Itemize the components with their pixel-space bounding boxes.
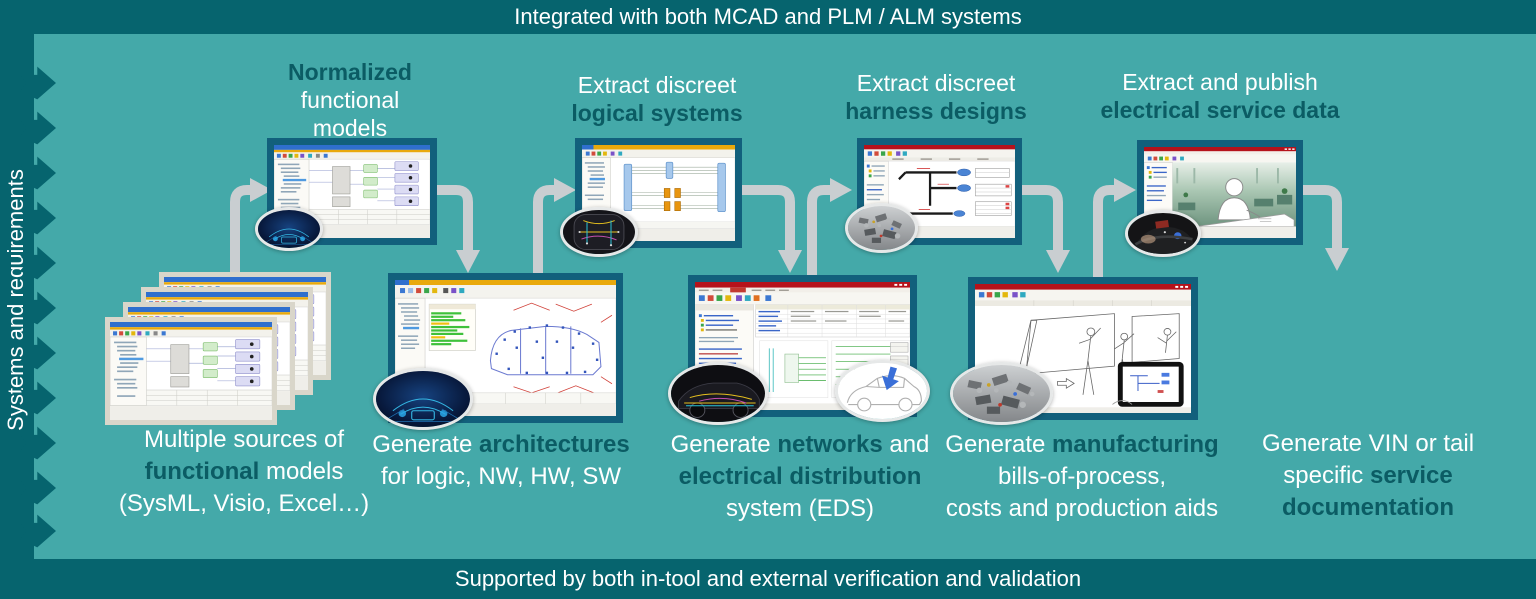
connector-arrow (742, 185, 802, 273)
screenshot-harness-designs (857, 138, 1022, 245)
connector-arrow (437, 185, 480, 273)
connector-arrow (1303, 185, 1349, 271)
connector-pile-image (950, 362, 1053, 425)
label-generate-manufacturing: Generate manufacturing bills-of-process,… (945, 431, 1219, 522)
label-generate-networks: Generate networks and electrical distrib… (670, 431, 930, 522)
harness-car-top-image (560, 207, 638, 257)
source-window (105, 317, 277, 425)
label-normalized-models: Normalized functional models (288, 59, 412, 141)
hologram-car-image (373, 368, 473, 430)
label-logical-systems: Extract discreet logical systems (571, 72, 743, 126)
screenshot-service-data (1137, 140, 1303, 245)
bottom-banner-text: Supported by both in-tool and external v… (454, 566, 1082, 591)
hologram-car-image (255, 207, 323, 251)
screenshot-normalized-functional-models (267, 138, 437, 245)
bottom-banner: Supported by both in-tool and external v… (0, 559, 1536, 599)
harness-car-side-image (668, 362, 768, 425)
label-harness-designs: Extract discreet harness designs (845, 70, 1027, 124)
sketch-car-connector-image (835, 360, 930, 422)
label-service-data: Extract and publish electrical service d… (1100, 69, 1340, 123)
engine-service-image (1125, 210, 1201, 257)
connector-pile-image (845, 203, 918, 253)
connector-arrow (1022, 185, 1070, 273)
top-banner-text: Integrated with both MCAD and PLM / ALM … (514, 4, 1022, 29)
label-generate-architectures: Generate architectures for logic, NW, HW… (372, 431, 630, 490)
top-banner: Integrated with both MCAD and PLM / ALM … (0, 0, 1536, 34)
label-generate-vin: Generate VIN or tail specific service do… (1261, 430, 1475, 521)
label-multiple-sources: Multiple sources of functional models (S… (118, 426, 370, 517)
